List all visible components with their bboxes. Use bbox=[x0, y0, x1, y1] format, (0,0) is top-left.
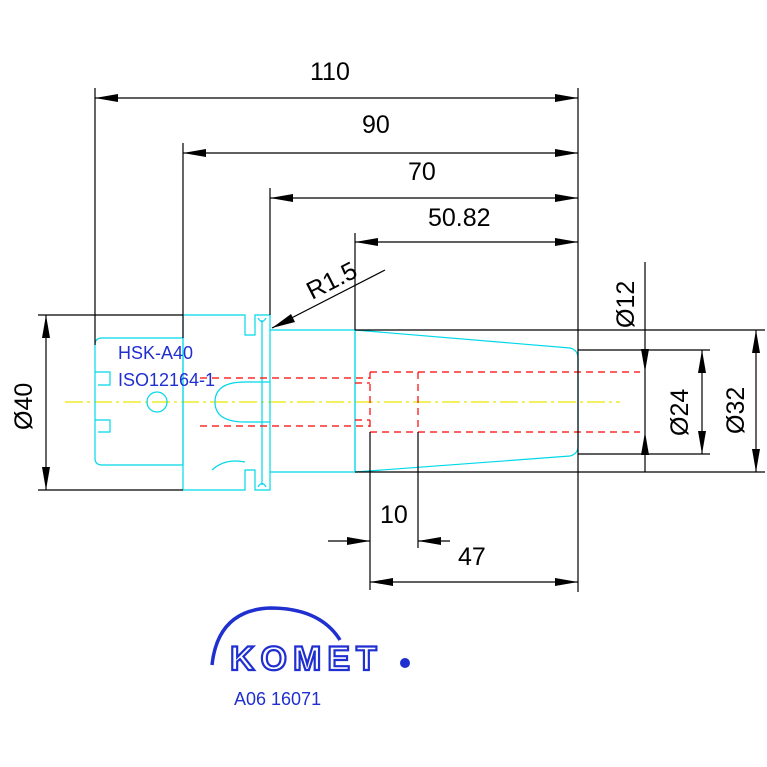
logo-arc bbox=[210, 606, 342, 666]
dim-90-label: 90 bbox=[362, 111, 390, 139]
standard-label: ISO12164-1 bbox=[118, 370, 215, 390]
dim-110-label: 110 bbox=[310, 58, 350, 86]
dim-50-82-label: 50.82 bbox=[428, 204, 491, 232]
logo-brand: KOMET bbox=[230, 640, 383, 678]
radius-label: R1.5 bbox=[302, 256, 362, 305]
dim-10-label: 10 bbox=[380, 501, 408, 529]
interface-label: HSK-A40 bbox=[118, 343, 193, 363]
dim-dia-12-label: Ø12 bbox=[612, 281, 640, 328]
part-outline bbox=[94, 314, 579, 491]
part-number: A06 16071 bbox=[234, 689, 321, 709]
hidden-bore bbox=[200, 371, 640, 433]
komet-logo: KOMET bbox=[210, 606, 410, 679]
dimension-lines bbox=[38, 88, 765, 592]
dim-70-label: 70 bbox=[408, 158, 436, 186]
dim-dia-40-label: Ø40 bbox=[10, 383, 38, 430]
dim-dia-24-label: Ø24 bbox=[666, 389, 694, 436]
logo-registered-dot bbox=[400, 658, 410, 668]
dim-47-label: 47 bbox=[458, 543, 486, 571]
dim-dia-32-label: Ø32 bbox=[722, 387, 750, 434]
